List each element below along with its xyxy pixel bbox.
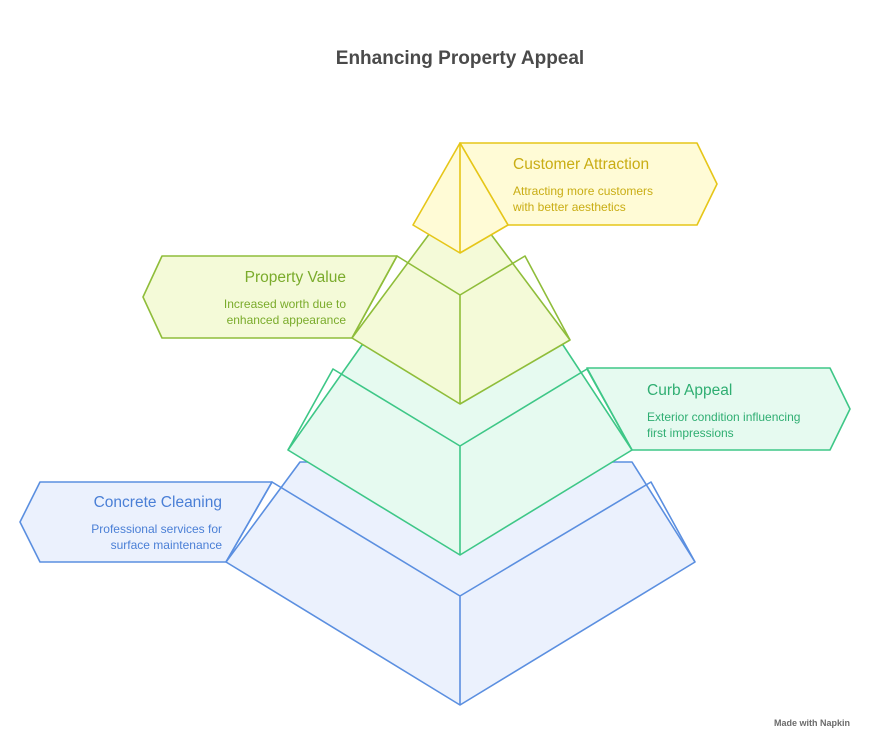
label-box-concrete-cleaning — [19, 481, 273, 563]
diagram-title: Enhancing Property Appeal — [336, 48, 584, 69]
label-desc-property-value-1: Increased worth due to — [224, 297, 346, 311]
label-desc-curb-appeal-2: first impressions — [647, 426, 734, 440]
level-concrete-cleaning: Concrete Cleaning Professional services … — [19, 461, 696, 706]
label-desc-customer-attraction-1: Attracting more customers — [513, 184, 653, 198]
label-title-property-value: Property Value — [245, 269, 346, 286]
label-box-property-value — [142, 255, 398, 339]
label-desc-concrete-cleaning-1: Professional services for — [91, 522, 222, 536]
credit-text: Made with Napkin — [774, 718, 850, 728]
label-title-curb-appeal: Curb Appeal — [647, 382, 732, 399]
label-desc-customer-attraction-2: with better aesthetics — [512, 200, 626, 214]
label-desc-property-value-2: enhanced appearance — [227, 313, 347, 327]
label-title-concrete-cleaning: Concrete Cleaning — [94, 494, 222, 511]
label-desc-curb-appeal-1: Exterior condition influencing — [647, 410, 800, 424]
tier-edge-concrete-cleaning — [225, 481, 696, 705]
level-property-value: Property Value Increased worth due to en… — [142, 232, 571, 405]
tier-edge-property-value — [351, 255, 571, 404]
label-title-customer-attraction: Customer Attraction — [513, 156, 649, 173]
tier-edge-curb-appeal — [287, 368, 633, 555]
label-desc-concrete-cleaning-2: surface maintenance — [111, 538, 223, 552]
level-customer-attraction: Customer Attraction Attracting more cust… — [412, 142, 718, 254]
